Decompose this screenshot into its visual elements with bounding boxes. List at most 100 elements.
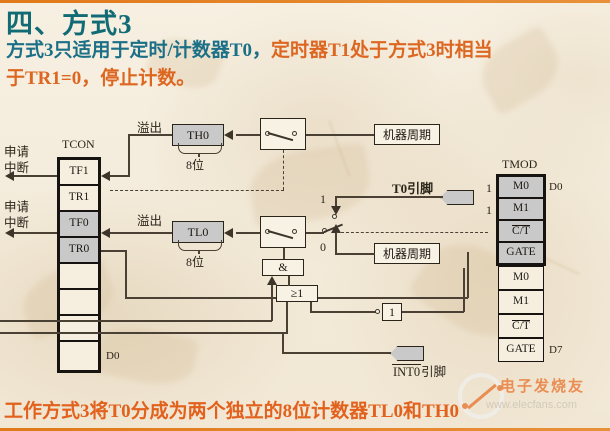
tcon-cell-7 [59, 341, 99, 371]
wire-tr0-right-stub [101, 250, 127, 252]
or-gate: ≥1 [276, 285, 318, 302]
th0-bits-label: 8位 [186, 158, 205, 172]
buffer-gate: 1 [382, 303, 402, 321]
watermark: 电子发烧友 www.elecfans.com [458, 373, 608, 429]
wire-tl0-to-tf0 [110, 232, 172, 234]
machine-cycle-box-top: 机器周期 [374, 124, 440, 145]
arrowhead-tf1-in [101, 171, 110, 181]
overflow-label-2: 溢出 [137, 214, 163, 228]
tcon-d0-label: D0 [106, 350, 120, 362]
tcon-cell-label: TR1 [68, 191, 90, 204]
tmod-cell-label: GATE [506, 246, 536, 259]
tl0-brace [178, 240, 222, 251]
tmod-cell-m1-lo: M1 [498, 290, 544, 314]
tmod-cell-ct-lo: C/T [498, 314, 544, 338]
tcon-cell-label: TF1 [69, 165, 89, 178]
tmod-cell-m0-hi: M0 [498, 176, 544, 198]
wire-tf1-to-interrupt [14, 175, 58, 177]
selector-label-zero: 0 [320, 240, 326, 254]
tmod-cell-label: GATE [506, 343, 536, 356]
tmod-d0-label: D0 [549, 181, 563, 193]
tmod-cell-m1-hi: M1 [498, 198, 544, 220]
footer-caption: 工作方式3将T0分成为两个独立的8位计数器TL0和TH0 [4, 401, 459, 422]
int0-pin-label: INT0引脚 [392, 361, 446, 380]
wire-orgate-input-right [310, 302, 312, 312]
dashed-tr1-to-switch-top [110, 190, 284, 191]
tcon-cell-6 [59, 315, 99, 341]
buffer-gate-symbol: 1 [389, 304, 395, 319]
arrowhead-left-tf1 [5, 171, 14, 181]
t0-pin-flag [440, 190, 474, 205]
tmod-cell-label: M1 [513, 295, 529, 308]
watermark-ring-icon [458, 373, 504, 419]
page-title: 四、方式3 [6, 9, 133, 39]
or-gate-symbol: ≥1 [290, 286, 304, 300]
interrupt-request-label-2-line1: 申请 [4, 200, 30, 214]
tcon-cell-label: TF0 [69, 217, 89, 230]
wire-and-input-left [271, 285, 273, 321]
tmod-cell-m0-lo: M0 [498, 266, 544, 290]
wire-tf0-to-interrupt [14, 232, 58, 234]
and-gate-symbol: & [278, 260, 288, 274]
wire-and-input-left-h [0, 320, 272, 322]
th0-register-box: TH0 [172, 124, 224, 146]
th0-brace [178, 143, 222, 154]
tcon-title: TCON [62, 137, 95, 151]
tmod-cell-gate-lo: GATE [498, 338, 544, 362]
switch-bottom-right-node [292, 229, 297, 234]
paragraph-teal-part: 方式3只适用于定时/计数器T0， [6, 40, 271, 61]
arrowhead-one-branch [331, 206, 341, 215]
th0-label: TH0 [187, 127, 209, 142]
wire-th0-drop [128, 134, 130, 176]
arrowhead-tl0-in [224, 228, 233, 238]
th0-brace-stem [198, 153, 200, 157]
tmod-m0-bit-value: 1 [486, 181, 492, 195]
tmod-cell-label-overline: C/T [512, 319, 530, 332]
wire-tr0-down [125, 250, 127, 298]
and-gate: & [262, 259, 304, 276]
wire-switch-top-right [306, 134, 374, 136]
tmod-m1-bit-value: 1 [486, 203, 492, 217]
wire-t0-down [335, 196, 337, 210]
wire-int0-pin [282, 352, 392, 354]
paragraph-orange-part-2: 于TR1=0，停止计数。 [6, 68, 196, 89]
selector-pivot-top [332, 214, 337, 219]
tmod-cell-gate-hi: GATE [498, 242, 544, 264]
paragraph-orange-part: 定时器T1处于方式3时相当 [270, 40, 493, 61]
buffer-gate-bubble [375, 309, 380, 314]
machine-cycle-label-2: 机器周期 [382, 247, 431, 261]
machine-cycle-label: 机器周期 [382, 128, 431, 142]
switch-top-right-node [292, 131, 297, 136]
wire-th0-out [128, 134, 172, 136]
interrupt-request-label-2-line2: 中断 [4, 216, 30, 230]
dashed-switch-top-control [283, 150, 284, 190]
wire-t0-pin [335, 196, 443, 198]
wire-orgate-to-andgate [288, 276, 290, 286]
wire-buffer-out [402, 311, 464, 313]
int0-pin-flag [390, 346, 424, 361]
wire-switch-bottom-control [283, 248, 285, 260]
body-paragraph-line-2: 于TR1=0，停止计数。 [6, 66, 195, 92]
selector-label-one: 1 [320, 192, 326, 206]
tcon-cell-5 [59, 289, 99, 315]
wire-orgate-to-buffer [310, 311, 376, 313]
tmod-cell-label: M1 [513, 202, 529, 215]
tmod-cell-ct-hi: C/T [498, 220, 544, 242]
arrowhead-th0-in [224, 130, 233, 140]
tcon-cell-tr0: TR0 [59, 237, 99, 263]
wire-buffer-up [463, 268, 465, 312]
wire-machine-cycle-bottom-left [335, 253, 375, 255]
tl0-brace-stem [198, 250, 200, 254]
tl0-label: TL0 [187, 224, 209, 239]
tmod-cell-label: M0 [513, 271, 529, 284]
body-paragraph-line-1: 方式3只适用于定时/计数器T0，定时器T1处于方式3时相当 [6, 38, 493, 64]
tmod-title: TMOD [502, 157, 538, 171]
overflow-label-1: 溢出 [137, 121, 163, 135]
bottom-rule [0, 428, 610, 431]
tcon-cell-tr1: TR1 [59, 185, 99, 211]
tl0-bits-label: 8位 [186, 255, 205, 269]
tcon-cell-label: TR0 [68, 243, 90, 256]
tmod-cell-label-overline: C/T [512, 224, 530, 237]
arrowhead-zero-branch [331, 224, 341, 233]
wire-switch2-to-tl0 [236, 232, 260, 234]
